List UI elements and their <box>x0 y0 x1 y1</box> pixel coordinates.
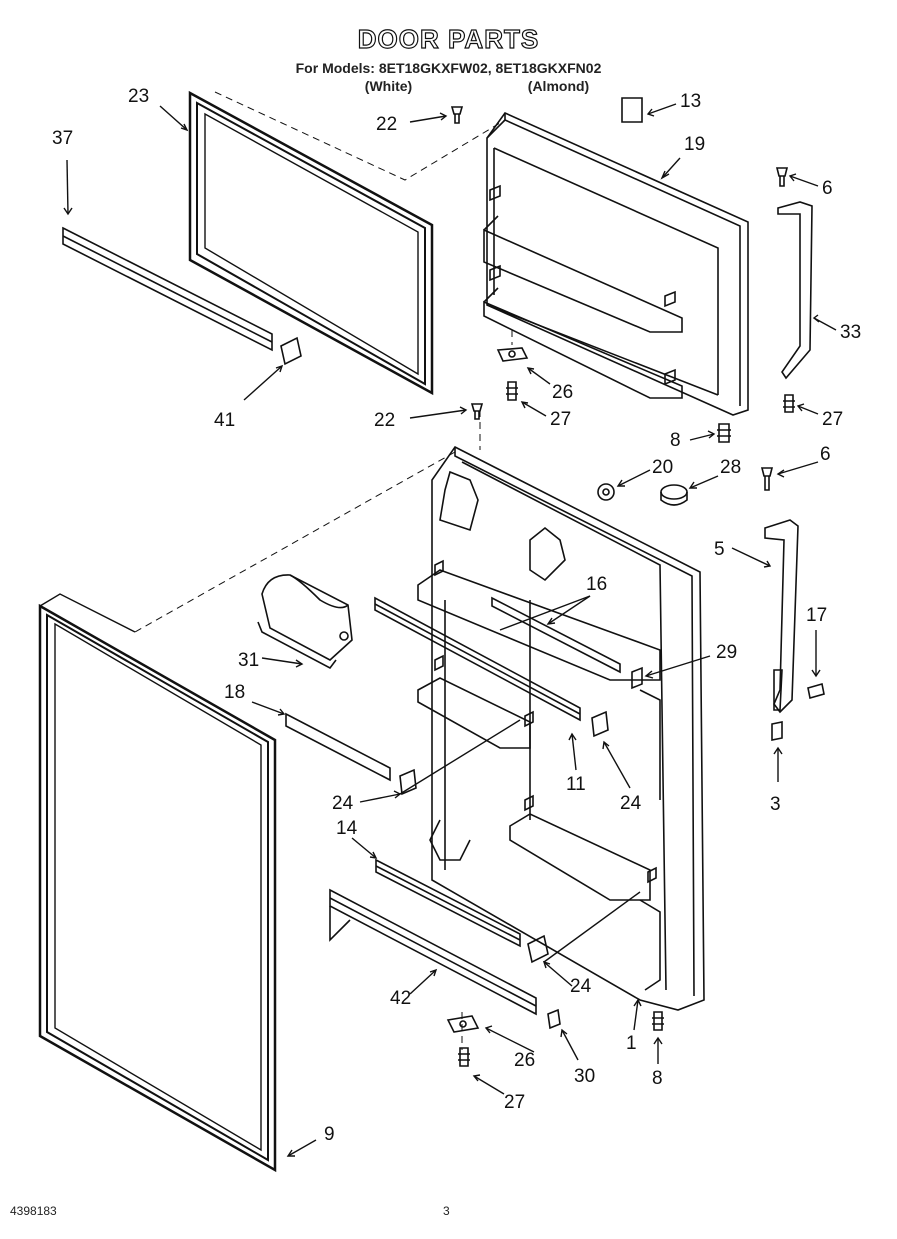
leader-arrows <box>64 104 836 1156</box>
callout-9: 9 <box>324 1124 335 1145</box>
callout-27-upper: 27 <box>550 409 572 430</box>
callout-22-mid: 22 <box>374 410 396 431</box>
callout-18: 18 <box>224 682 246 703</box>
plug-22-mid <box>472 404 482 419</box>
screw-6-lower <box>762 468 772 490</box>
butter-door-31 <box>258 575 352 668</box>
page-title: DOOR PARTS <box>357 23 540 54</box>
fresh-food-handle-5 <box>765 520 798 712</box>
screw-8-lower <box>652 1012 664 1030</box>
door-shelf-42 <box>330 890 536 1014</box>
freezer-shelf-37 <box>63 228 272 350</box>
callout-17: 17 <box>806 605 828 626</box>
clip-24-middle <box>592 712 608 736</box>
freezer-door-gasket <box>190 93 432 393</box>
callout-37: 37 <box>52 128 74 149</box>
callout-41: 41 <box>214 410 236 431</box>
fresh-food-door-gasket <box>40 594 275 1170</box>
hinge-shim-26-lower <box>448 1016 478 1032</box>
callout-31: 31 <box>238 650 260 671</box>
callout-8-upper: 8 <box>670 430 681 451</box>
callout-1: 1 <box>626 1033 637 1054</box>
screw-6-upper <box>777 168 787 186</box>
callout-30: 30 <box>574 1066 596 1087</box>
callout-14: 14 <box>336 818 358 839</box>
clip-24-lower <box>528 936 548 962</box>
callout-27-lower: 27 <box>504 1092 526 1113</box>
freezer-door-liner <box>484 113 748 415</box>
page-number: 3 <box>443 1204 450 1218</box>
callout-3: 3 <box>770 794 781 815</box>
callout-16: 16 <box>586 574 608 595</box>
freezer-handle-33 <box>778 202 812 378</box>
screw-27-lower <box>458 1048 470 1066</box>
clip-29 <box>632 668 642 688</box>
plug-22-top <box>452 107 462 123</box>
callout-23: 23 <box>128 86 150 107</box>
door-shelf-bar-11 <box>375 598 580 720</box>
document-number: 4398183 <box>10 1204 57 1218</box>
part-20 <box>598 484 614 500</box>
handle-cap-3 <box>772 722 782 740</box>
callout-24-lower: 24 <box>570 976 592 997</box>
callout-19: 19 <box>684 134 706 155</box>
callout-24-left: 24 <box>332 793 354 814</box>
clip-24-left <box>400 770 416 794</box>
callout-29: 29 <box>716 642 738 663</box>
door-shelf-bar-14 <box>376 860 520 946</box>
callout-5: 5 <box>714 539 725 560</box>
callout-11: 11 <box>566 774 586 795</box>
screw-17 <box>808 684 824 698</box>
callout-24-middle: 24 <box>620 793 642 814</box>
color-almond-label: (Almond) <box>527 78 590 94</box>
callout-28: 28 <box>720 457 742 478</box>
dairy-bar-16 <box>492 598 620 672</box>
screw-27-upper <box>506 382 518 400</box>
models-line: For Models: 8ET18GKXFW02, 8ET18GKXFN02 <box>295 60 602 76</box>
callout-6-lower: 6 <box>820 444 831 465</box>
plug-30 <box>548 1010 560 1028</box>
callout-6-top: 6 <box>822 178 833 199</box>
callout-33: 33 <box>840 322 862 343</box>
color-white-label: (White) <box>364 78 413 94</box>
shelf-bar-18 <box>286 714 390 780</box>
clip-41 <box>281 338 301 364</box>
fresh-food-door-liner <box>418 447 704 1010</box>
callout-8-lower: 8 <box>652 1068 663 1089</box>
screw-8-upper <box>717 424 731 442</box>
callout-26-upper: 26 <box>552 382 574 403</box>
hinge-shim-26-upper <box>498 348 527 361</box>
callout-22-top: 22 <box>376 114 398 135</box>
callout-42: 42 <box>390 988 412 1009</box>
callout-27-right: 27 <box>822 409 844 430</box>
callout-13: 13 <box>680 91 702 112</box>
label-13 <box>622 98 642 122</box>
plug-28 <box>661 485 687 505</box>
screw-27-right <box>783 395 795 412</box>
callout-20: 20 <box>652 457 674 478</box>
callout-26-lower: 26 <box>514 1050 536 1071</box>
